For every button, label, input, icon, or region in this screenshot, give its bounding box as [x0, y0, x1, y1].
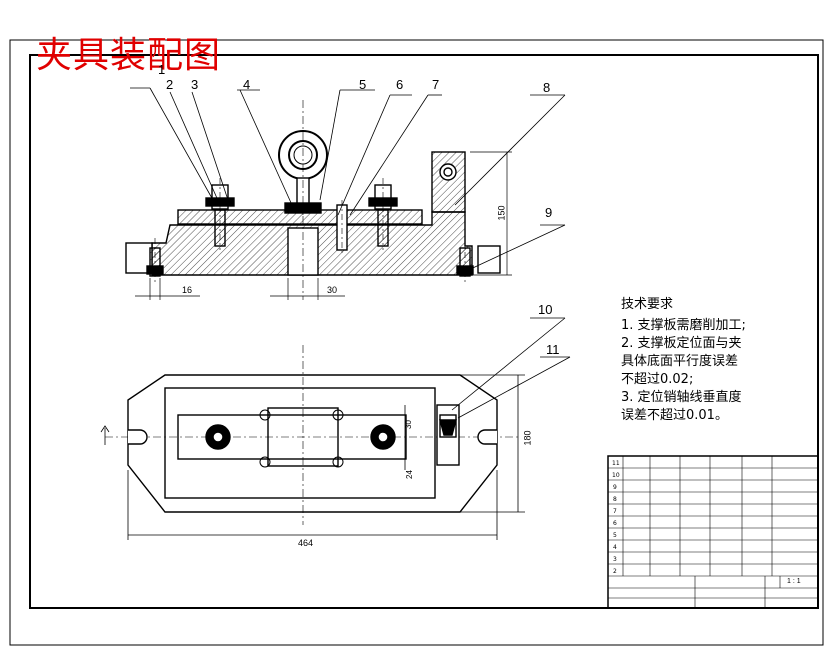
dim-464: 464 [298, 538, 314, 548]
part-label-1: 1 [158, 62, 166, 77]
tech-req-heading: 技术要求 [621, 297, 674, 312]
part-label-5: 5 [359, 77, 367, 92]
svg-text:3: 3 [613, 556, 617, 563]
part-label-3: 3 [191, 77, 199, 92]
inner-border [29, 54, 819, 609]
svg-text:7: 7 [613, 508, 617, 515]
part-label-6: 6 [396, 77, 404, 92]
svg-text:10: 10 [612, 472, 620, 479]
title-block: 11 10 9 8 7 6 5 4 3 2 [607, 455, 819, 609]
front-view [125, 100, 501, 300]
right-clamp-bolt [368, 178, 398, 250]
left-clamp-bolt [205, 178, 235, 250]
side-bracket [431, 151, 466, 213]
svg-text:2: 2 [613, 568, 617, 575]
svg-text:8: 8 [613, 496, 617, 503]
svg-text:9: 9 [613, 484, 617, 491]
dim-30: 30 [327, 285, 338, 295]
svg-text:11: 11 [612, 460, 620, 467]
drawing-title: 夹具装配图 [36, 35, 222, 76]
part-label-7: 7 [432, 77, 440, 92]
part-label-10: 10 [538, 302, 553, 317]
part-label-2: 2 [166, 77, 174, 92]
part-label-8: 8 [543, 80, 551, 95]
svg-text:4: 4 [613, 544, 617, 551]
outer-border [9, 39, 824, 646]
tech-req-line-4: 不超过0.02; [621, 372, 694, 387]
svg-text:5: 5 [613, 532, 617, 539]
top-leaders [100, 317, 571, 540]
leader-lines [130, 87, 566, 274]
tech-req-line-3: 具体底面平行度误差 [621, 354, 739, 369]
part-label-4: 4 [243, 77, 251, 92]
tech-req-line-5: 3. 定位销轴线垂直度 [621, 390, 742, 405]
dim-24: 24 [404, 470, 414, 479]
svg-text:6: 6 [613, 520, 617, 527]
part-label-11: 11 [546, 342, 560, 357]
front-dimensions [135, 151, 512, 300]
right-ear [477, 245, 501, 274]
tech-req-line-1: 1. 支撑板需磨削加工; [621, 318, 746, 333]
tech-req-line-6: 误差不超过0.01。 [621, 408, 728, 423]
dim-30-small: 30 [403, 420, 413, 429]
dim-150: 150 [496, 205, 507, 221]
dim-180: 180 [522, 430, 533, 446]
part-label-9: 9 [545, 205, 553, 220]
dim-16: 16 [182, 285, 193, 295]
scale-label: 1 : 1 [787, 578, 801, 585]
tech-req-line-2: 2. 支撑板定位面与夹 [621, 336, 742, 351]
